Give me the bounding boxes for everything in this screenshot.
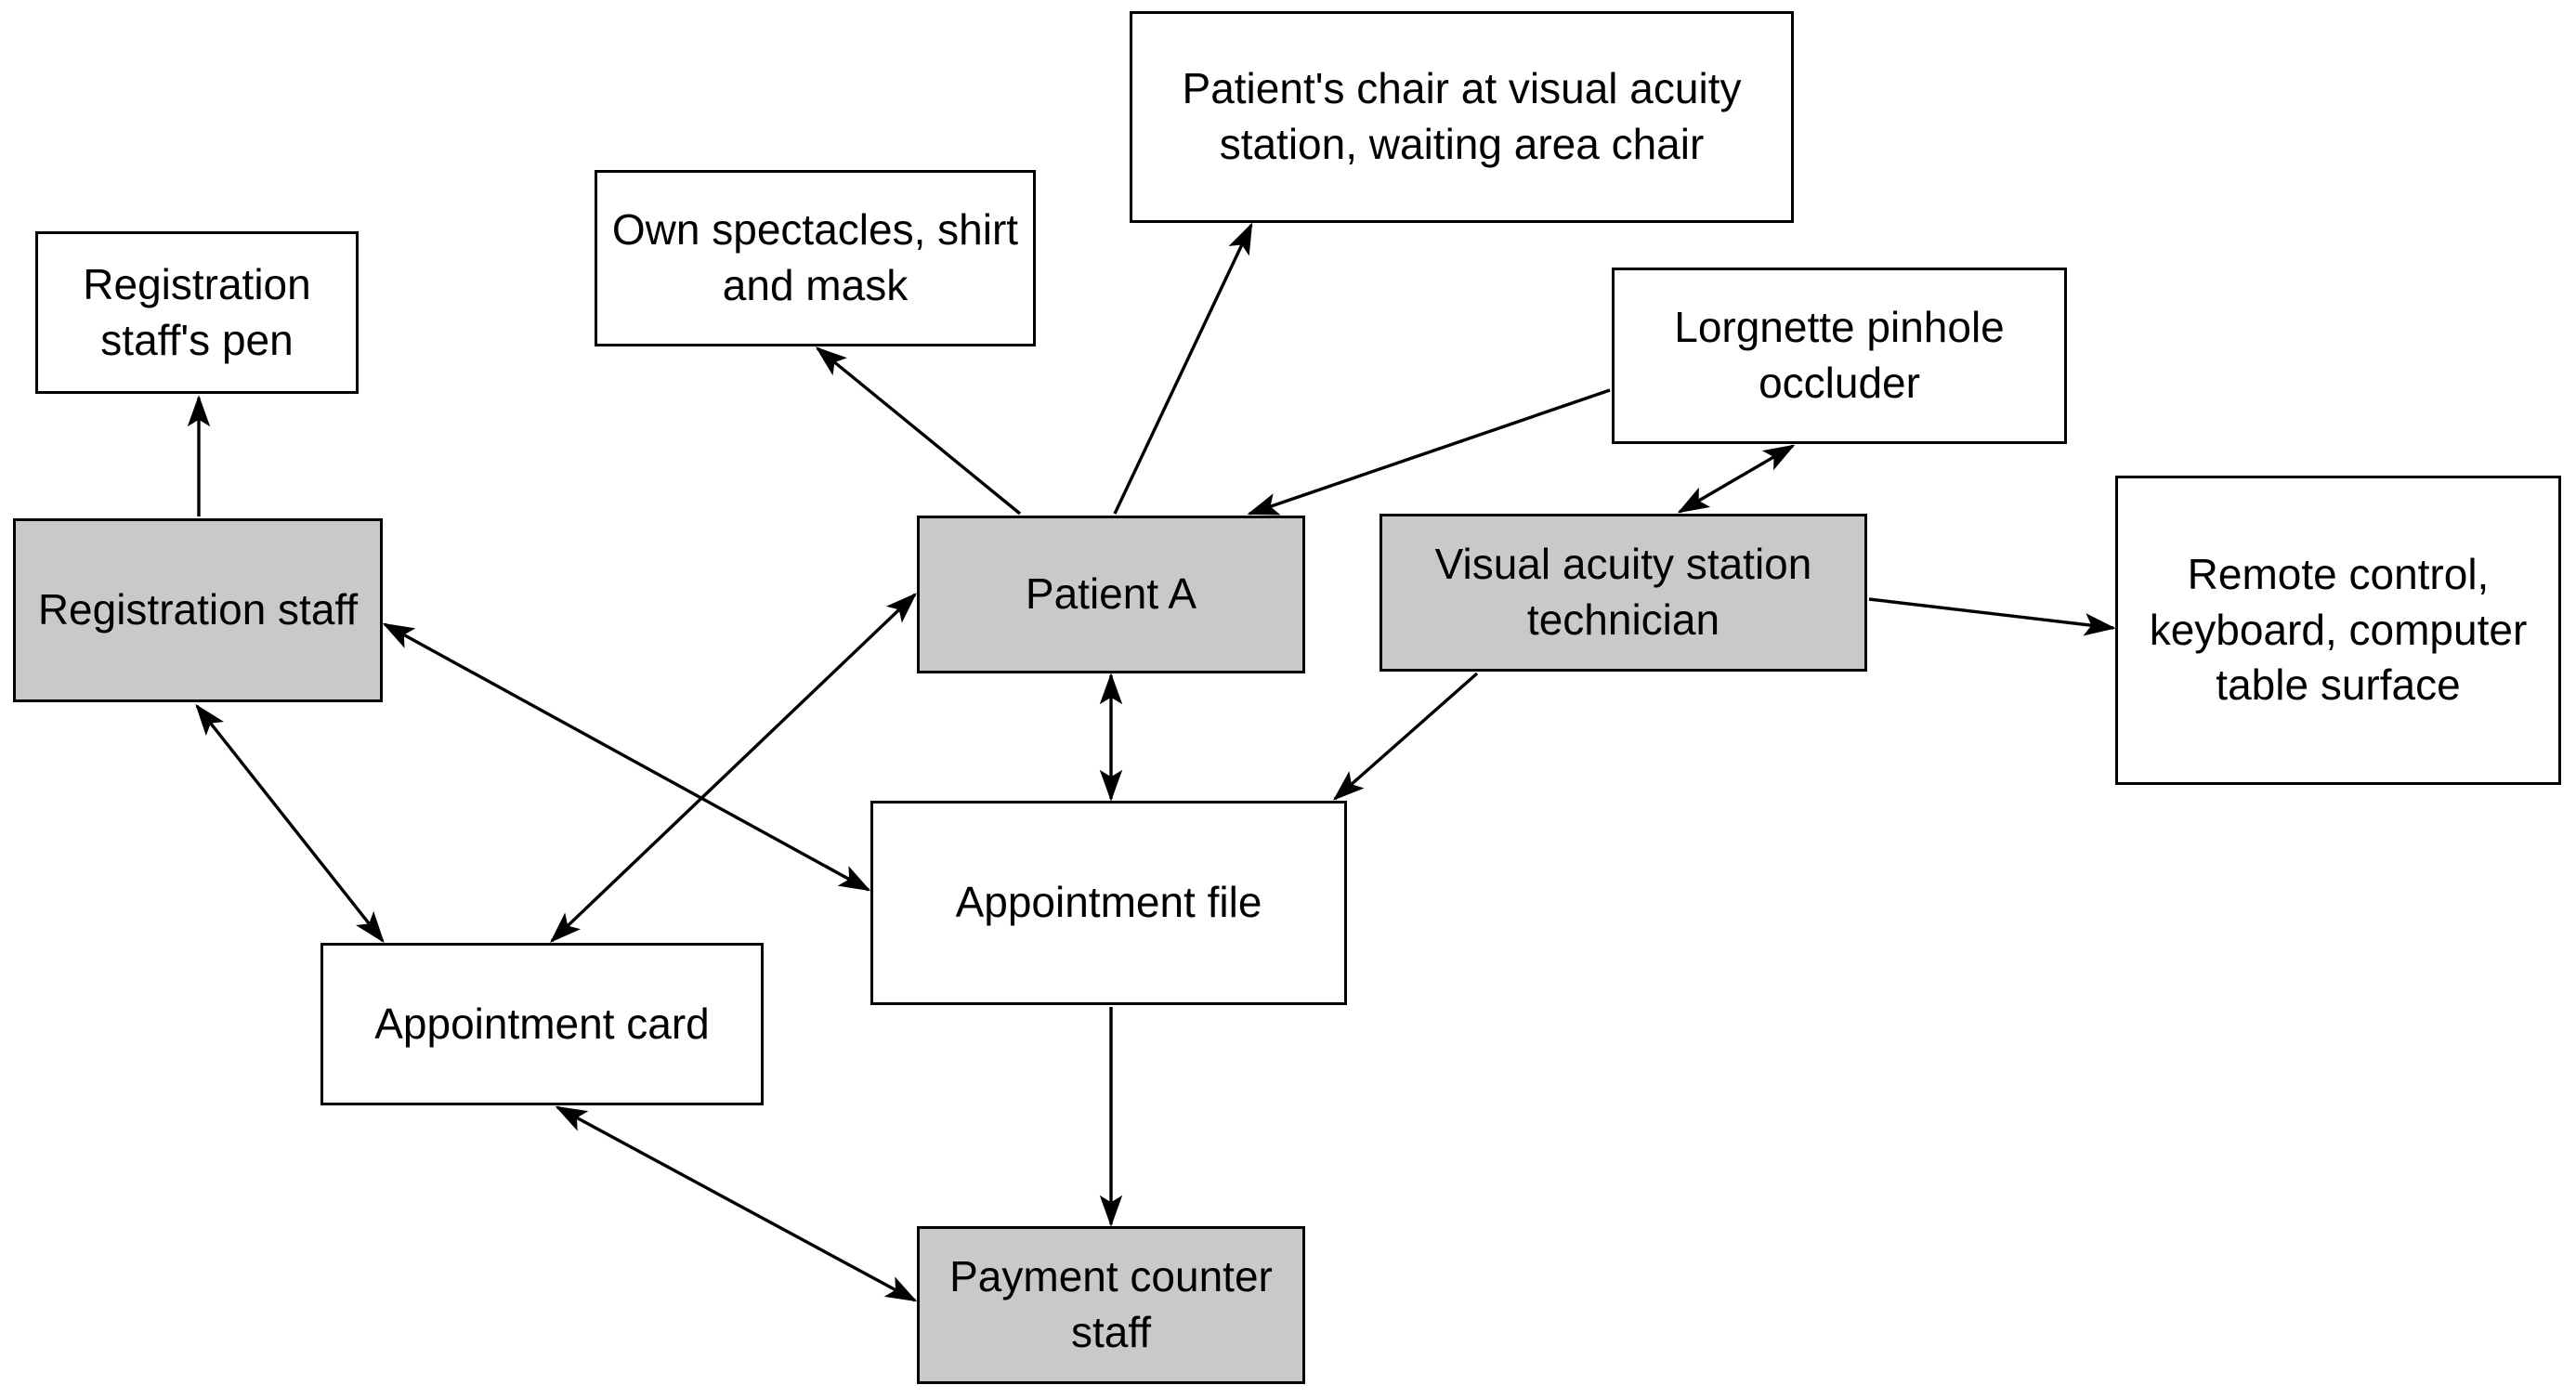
node-lorgnette-pinhole-occluder[interactable]: Lorgnette pinhole occluder (1612, 268, 2067, 444)
node-own-spectacles-shirt-mask[interactable]: Own spectacles, shirt and mask (595, 170, 1036, 346)
node-label: Patient's chair at visual acuity station… (1182, 64, 1742, 168)
node-visual-acuity-station-technician[interactable]: Visual acuity station technician (1380, 514, 1867, 672)
node-registration-staff[interactable]: Registration staff (13, 518, 383, 702)
node-payment-counter-staff[interactable]: Payment counter staff (917, 1226, 1305, 1384)
node-label: Registration staff's pen (83, 259, 311, 364)
node-label: Own spectacles, shirt and mask (611, 205, 1019, 309)
edge-lorgnette-pinhole-occluder-to-visual-acuity-station-technician (1677, 444, 1796, 514)
node-label: Lorgnette pinhole occluder (1674, 303, 2005, 407)
edge-appointment-card-to-payment-counter-staff (555, 1105, 918, 1302)
node-label: Payment counter staff (949, 1252, 1273, 1356)
node-label: Visual acuity station technician (1434, 540, 1812, 644)
node-label: Remote control, keyboard, computer table… (2149, 549, 2528, 710)
edge-registration-staff-to-appointment-card (195, 703, 385, 944)
node-registration-staff-pen[interactable]: Registration staff's pen (35, 231, 359, 394)
edge-visual-acuity-station-technician-to-appointment-file (1332, 672, 1479, 801)
edge-patient-a-to-appointment-card (550, 593, 917, 943)
edge-patient-a-to-own-spectacles-shirt-mask (815, 346, 1022, 516)
edge-visual-acuity-station-technician-to-remote-control-keyboard-table (1868, 597, 2116, 636)
node-label: Appointment file (955, 878, 1262, 927)
node-patient-a[interactable]: Patient A (917, 516, 1305, 673)
node-patients-chair[interactable]: Patient's chair at visual acuity station… (1130, 11, 1794, 223)
node-label: Patient A (1025, 569, 1197, 619)
edge-patient-a-to-patients-chair (1113, 222, 1253, 515)
node-label: Appointment card (374, 999, 710, 1048)
edge-lorgnette-pinhole-occluder-to-patient-a (1247, 388, 1611, 516)
edge-registration-staff-to-appointment-file (382, 622, 871, 892)
node-remote-control-keyboard-table[interactable]: Remote control, keyboard, computer table… (2115, 476, 2561, 785)
node-label: Registration staff (37, 585, 359, 634)
node-appointment-file[interactable]: Appointment file (870, 801, 1347, 1005)
node-appointment-card[interactable]: Appointment card (320, 943, 764, 1105)
